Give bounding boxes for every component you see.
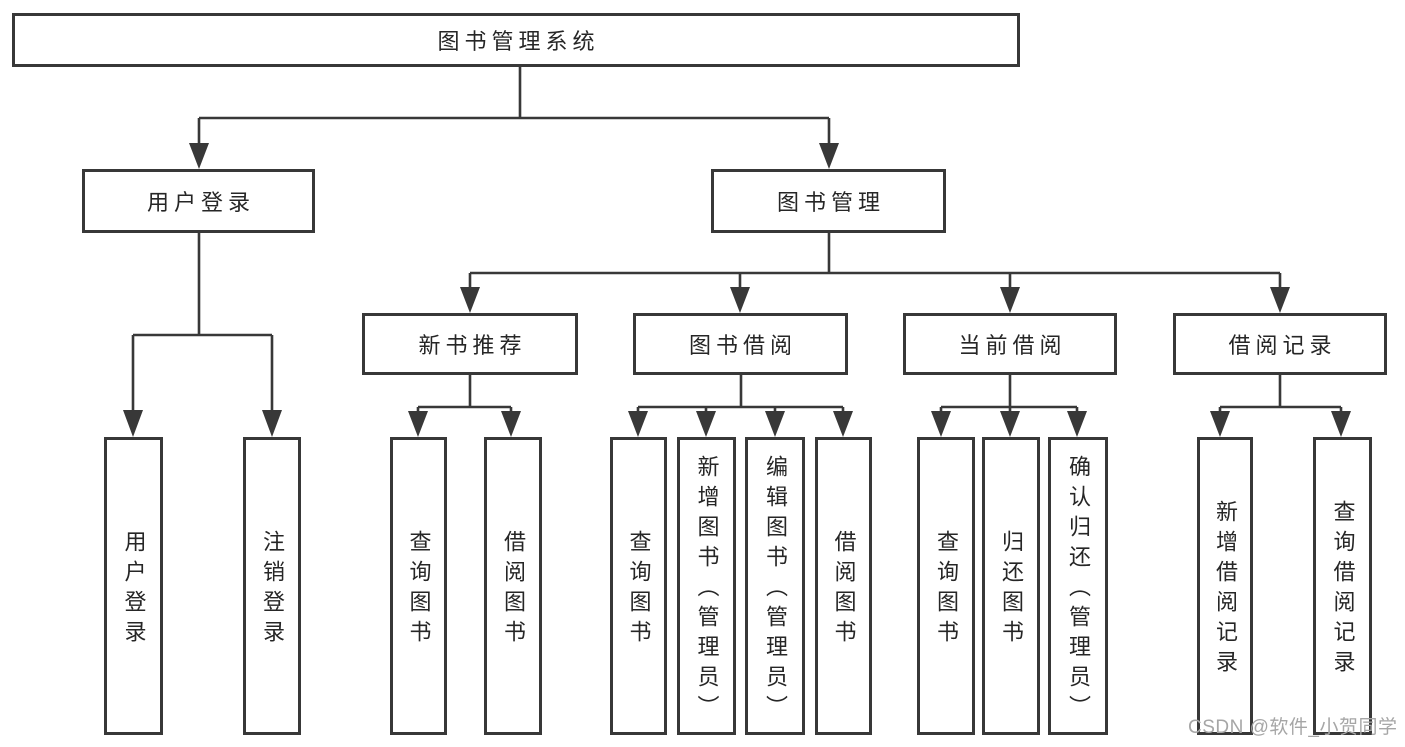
leaf-newbooks-query-label: 查询图书: [406, 530, 432, 650]
leaf-borrow-book-label: 借阅图书: [831, 530, 857, 650]
watermark: CSDN @软件_小贺同学: [1188, 717, 1398, 738]
node-user-login: 用户登录: [82, 169, 315, 233]
node-root: 图书管理系统: [12, 13, 1020, 67]
leaf-edit-book-admin: 编辑图书（管理员）: [745, 437, 805, 735]
leaf-query-record: 查询借阅记录: [1313, 437, 1372, 735]
node-user-login-label: 用户登录: [146, 190, 255, 215]
leaf-current-query: 查询图书: [917, 437, 975, 735]
node-borrow-record-label: 借阅记录: [1228, 333, 1337, 358]
node-new-books-label: 新书推荐: [418, 333, 527, 358]
connector-new-books-split: [408, 375, 521, 437]
leaf-user-login: 用户登录: [104, 437, 163, 735]
leaf-logout-label: 注销登录: [260, 530, 285, 650]
leaf-borrow-query-label: 查询图书: [626, 530, 652, 650]
node-book-borrow-label: 图书借阅: [688, 333, 797, 358]
leaf-edit-book-admin-label: 编辑图书（管理员）: [763, 455, 788, 725]
leaf-confirm-return-admin-label: 确认归还（管理员）: [1066, 455, 1091, 725]
leaf-newbooks-borrow: 借阅图书: [484, 437, 542, 735]
node-root-label: 图书管理系统: [437, 29, 600, 54]
leaf-user-login-label: 用户登录: [121, 530, 147, 650]
connector-current-borrow-split: [931, 375, 1087, 437]
leaf-newbooks-query: 查询图书: [390, 437, 447, 735]
connector-root-split: [189, 66, 839, 169]
leaf-confirm-return-admin: 确认归还（管理员）: [1048, 437, 1108, 735]
node-book-mgmt: 图书管理: [711, 169, 946, 233]
node-book-borrow: 图书借阅: [633, 313, 848, 375]
leaf-logout: 注销登录: [243, 437, 301, 735]
leaf-add-book-admin-label: 新增图书（管理员）: [694, 455, 720, 725]
connector-borrow-record-split: [1210, 375, 1351, 437]
connector-user-login-split: [123, 233, 282, 437]
leaf-newbooks-borrow-label: 借阅图书: [501, 530, 526, 650]
leaf-current-query-label: 查询图书: [934, 530, 959, 650]
leaf-add-record-label: 新增借阅记录: [1213, 500, 1238, 680]
leaf-add-record: 新增借阅记录: [1197, 437, 1253, 735]
node-current-borrow: 当前借阅: [903, 313, 1117, 375]
leaf-return-book-label: 归还图书: [999, 530, 1024, 650]
leaf-borrow-query: 查询图书: [610, 437, 667, 735]
node-current-borrow-label: 当前借阅: [958, 333, 1067, 358]
node-book-mgmt-label: 图书管理: [776, 190, 885, 215]
leaf-borrow-book: 借阅图书: [815, 437, 872, 735]
node-new-books: 新书推荐: [362, 313, 578, 375]
leaf-return-book: 归还图书: [982, 437, 1040, 735]
leaf-query-record-label: 查询借阅记录: [1330, 500, 1356, 680]
connector-book-borrow-split: [628, 375, 853, 437]
connector-book-mgmt-split: [460, 233, 1290, 313]
leaf-add-book-admin: 新增图书（管理员）: [677, 437, 736, 735]
node-borrow-record: 借阅记录: [1173, 313, 1387, 375]
